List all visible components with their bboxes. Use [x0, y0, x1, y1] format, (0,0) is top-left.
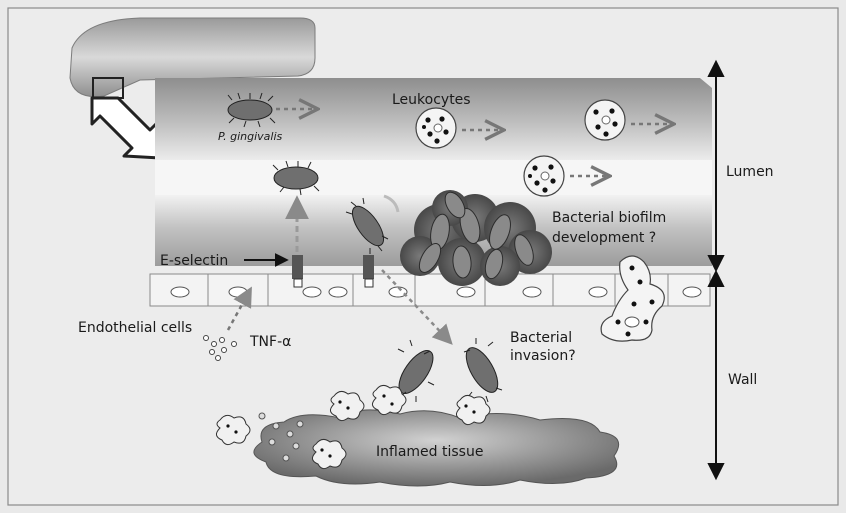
- lumen-label: Lumen: [726, 164, 774, 180]
- biofilm-label-line1: Bacterial biofilm: [552, 210, 666, 226]
- invasion-label-line2: invasion?: [510, 348, 576, 364]
- lumen-band: [155, 160, 712, 200]
- endothelial-cells-label: Endothelial cells: [78, 320, 192, 336]
- leukocytes-label: Leukocytes: [392, 92, 471, 108]
- p-gingivalis-label: P. gingivalis: [218, 130, 283, 143]
- wall-label: Wall: [728, 372, 757, 388]
- e-selectin-label: E-selectin: [160, 253, 228, 269]
- tnf-alpha-label: TNF-α: [249, 334, 291, 350]
- invasion-label-line1: Bacterial: [510, 330, 572, 346]
- biofilm-label-line2: development ?: [552, 230, 656, 246]
- inflamed-tissue-label: Inflamed tissue: [376, 444, 483, 460]
